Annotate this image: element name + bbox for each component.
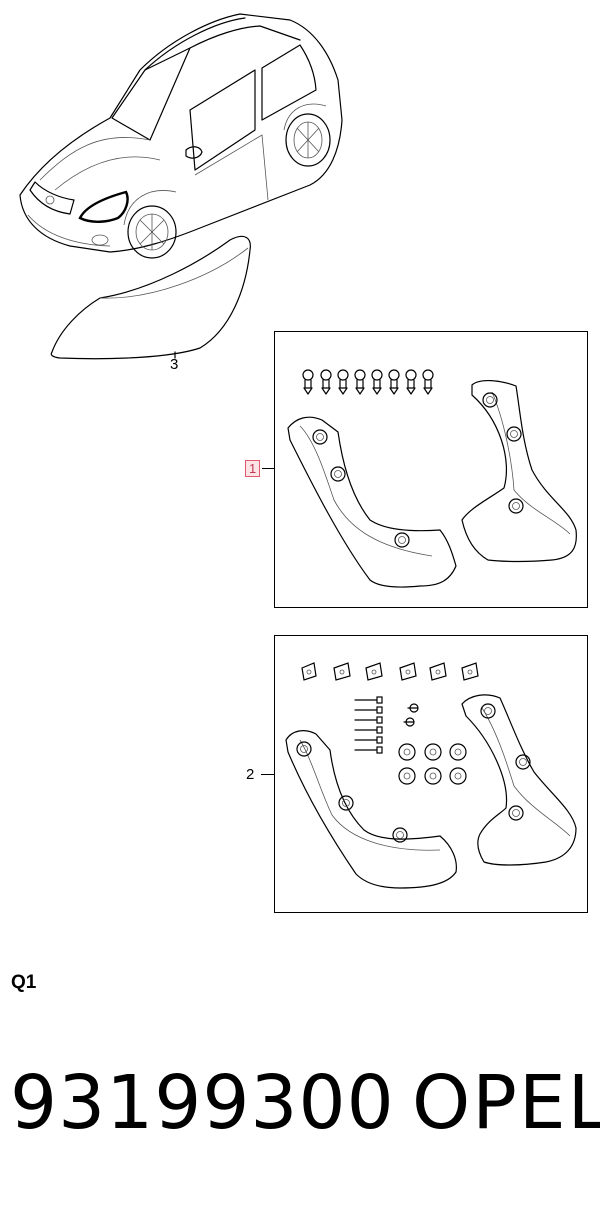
callout-2: 2 (246, 766, 255, 783)
mudflap-kit-1-drawing (287, 369, 577, 588)
callout-1-leader (262, 468, 274, 469)
brand-name: OPEL (412, 1060, 600, 1146)
parts-diagram (19, 13, 577, 889)
car-illustration (19, 13, 343, 259)
part-number: 93199300 (10, 1060, 395, 1146)
kit-2-panel (274, 635, 588, 913)
mudflap-kit-2-drawing (285, 662, 577, 889)
callout-2-leader (261, 774, 274, 775)
callout-3: 3 (170, 356, 179, 373)
callout-1-highlighted[interactable]: 1 (245, 460, 261, 477)
page-code: Q1 (11, 972, 37, 993)
headlamp-part (50, 235, 251, 360)
kit-1-panel (274, 331, 588, 608)
